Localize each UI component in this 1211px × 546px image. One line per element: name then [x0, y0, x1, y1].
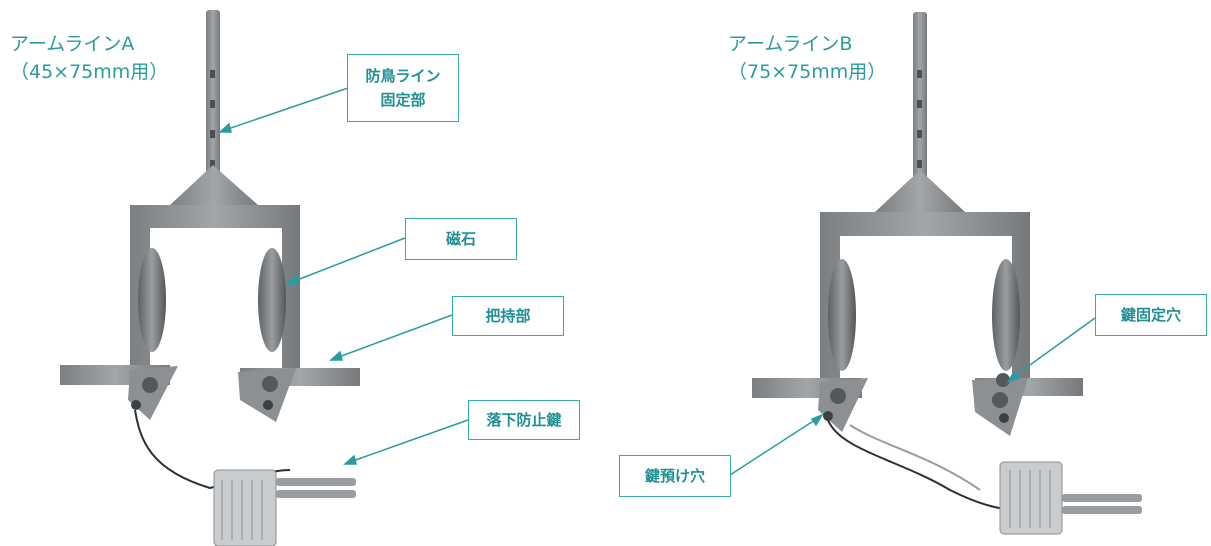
arm-line-b-title-line2: （75×75mm用）	[728, 61, 887, 83]
arm-line-b-device	[752, 12, 1142, 535]
callout-fall-prevention-key: 落下防止鍵	[468, 400, 580, 440]
fall-prevention-key	[999, 461, 1063, 535]
arm-line-a-title-line2: （45×75mm用）	[10, 61, 169, 83]
arm-line-a-device	[60, 10, 360, 546]
callout-magnet: 磁石	[405, 218, 517, 260]
arm-line-a-title-line1: アームラインA	[10, 33, 135, 55]
callout-key-storage-hole: 鍵預け穴	[619, 455, 731, 497]
arm-line-b-title: アームラインB （75×75mm用）	[728, 30, 886, 86]
callout-bird-line-mount-line1: 防鳥ライン	[365, 67, 441, 85]
magnet-right	[258, 248, 286, 352]
magnet-left	[828, 259, 856, 371]
frame	[820, 212, 1030, 388]
fall-prevention-key	[213, 469, 277, 546]
callout-grip: 把持部	[452, 296, 564, 336]
magnet-left	[138, 248, 166, 352]
magnet-right	[992, 259, 1020, 371]
leader-lines	[218, 87, 1096, 476]
frame	[130, 205, 300, 375]
callout-key-fixing-hole: 鍵固定穴	[1095, 294, 1207, 336]
callout-bird-line-mount: 防鳥ライン 固定部	[347, 54, 459, 122]
arm-line-a-title: アームラインA （45×75mm用）	[10, 30, 168, 86]
arm-line-b-title-line1: アームラインB	[728, 33, 853, 55]
callout-bird-line-mount-line2: 固定部	[380, 91, 426, 109]
